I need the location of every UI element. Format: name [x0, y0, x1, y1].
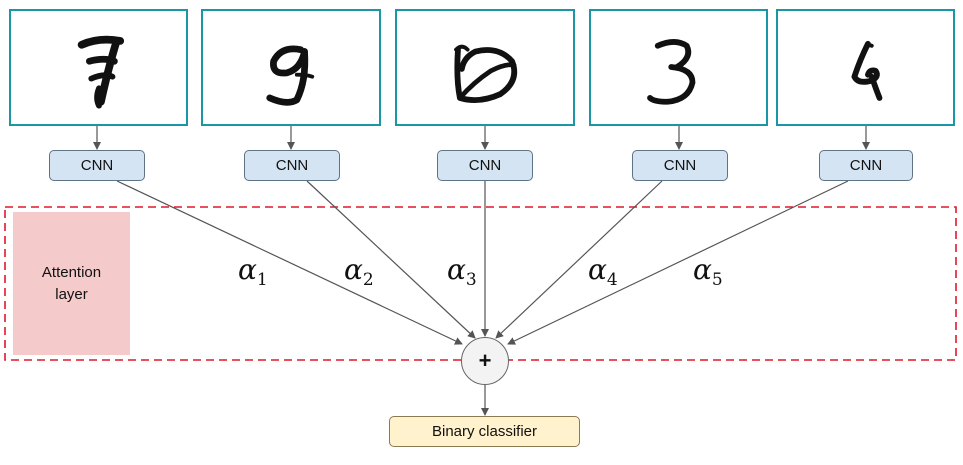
cnn-box-4: CNN	[632, 150, 728, 181]
arrow-cnn2-sum	[306, 180, 476, 339]
digit-image-5	[776, 9, 955, 126]
digit-image-4	[589, 9, 768, 126]
weight-index: 2	[362, 270, 374, 290]
weight-index: 3	[465, 270, 477, 290]
attention-layer-fill	[13, 212, 130, 355]
attention-weight-4: α4	[588, 253, 618, 290]
handwritten-nine-image	[266, 45, 315, 106]
attention-weight-1: α1	[238, 253, 268, 290]
attention-layer-text: Attention layer	[41, 263, 102, 303]
weight-symbol: α	[588, 253, 607, 286]
weight-symbol: α	[693, 253, 712, 286]
plus-icon: +	[478, 348, 492, 373]
attention-weight-2: α2	[344, 253, 374, 290]
sum-node: +	[461, 337, 509, 385]
attention-weight-5: α5	[693, 253, 723, 290]
weight-symbol: α	[344, 253, 363, 286]
attention-weight-3: α3	[447, 253, 477, 290]
cnn-box-2: CNN	[244, 150, 340, 181]
weight-symbol: α	[238, 253, 257, 286]
digit-image-2	[201, 9, 381, 126]
weight-index: 5	[711, 270, 723, 290]
weight-index: 1	[256, 270, 268, 290]
handwritten-seven-image	[77, 35, 125, 109]
weight-index: 4	[606, 270, 618, 290]
cnn-box-5: CNN	[819, 150, 913, 181]
binary-classifier-box: Binary classifier	[389, 416, 580, 447]
handwritten-three-image	[647, 39, 696, 105]
digit-image-3	[395, 9, 575, 126]
cnn-box-3: CNN	[437, 150, 533, 181]
handwritten-four-image	[851, 40, 883, 101]
weight-symbol: α	[447, 253, 466, 286]
digit-image-1	[9, 9, 188, 126]
arrow-cnn5-sum	[507, 180, 849, 345]
handwritten-zero-image	[454, 44, 518, 103]
cnn-box-1: CNN	[49, 150, 145, 181]
arrow-cnn4-sum	[495, 180, 663, 339]
arrow-cnn1-sum	[116, 180, 463, 345]
attention-layer-label: Attention layer	[13, 212, 130, 355]
